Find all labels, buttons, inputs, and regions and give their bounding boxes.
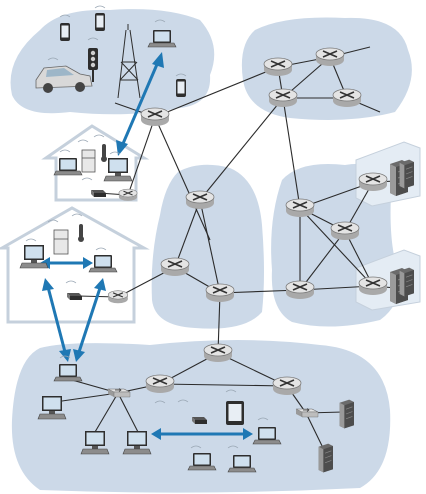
router-icon	[140, 107, 170, 127]
car-icon	[35, 65, 93, 93]
router-icon	[107, 290, 129, 304]
home-middle-devices	[19, 224, 118, 273]
fridge-icon	[53, 229, 69, 255]
router-icon	[330, 221, 360, 241]
smartphone-icon	[95, 13, 105, 31]
arrowhead	[243, 428, 253, 440]
wireless-link-home-enterprise-1	[46, 286, 67, 353]
router-icon	[358, 172, 388, 192]
arrowhead	[59, 349, 71, 362]
home-router-icon	[192, 417, 207, 424]
thermometer-icon	[78, 224, 84, 242]
wireless-signal-marks	[25, 5, 269, 449]
server-rack-icon	[399, 159, 415, 189]
smartphone-icon	[60, 23, 70, 41]
arrowhead	[94, 278, 106, 291]
mobile-devices	[35, 13, 186, 99]
home-router-icon	[67, 293, 82, 300]
arrowhead	[73, 349, 85, 362]
smartphone-icon	[176, 79, 186, 97]
router-icon	[332, 88, 362, 108]
router-icon	[145, 374, 175, 394]
router-icon	[315, 47, 345, 67]
router-icon	[285, 198, 315, 218]
router-icon	[285, 280, 315, 300]
wireless-link-mobile-home	[120, 61, 160, 147]
desktop-icon	[103, 157, 133, 182]
desktop-icon	[19, 244, 49, 269]
desktop-icon	[122, 430, 152, 455]
router-icon	[205, 283, 235, 303]
arrowhead	[42, 278, 54, 291]
fridge-icon	[81, 149, 96, 173]
router-icon	[272, 376, 302, 396]
wireless-link-home-enterprise-2	[77, 287, 102, 353]
server-rack-icon	[339, 399, 355, 429]
arrowhead	[83, 257, 93, 269]
tablet-icon	[226, 401, 244, 425]
server-rack-icon	[399, 267, 415, 297]
home-router-icon	[91, 190, 106, 197]
desktop-icon	[80, 430, 110, 455]
router-icon	[268, 88, 298, 108]
cloud-region-mobile	[10, 9, 215, 115]
router-icon	[203, 343, 233, 363]
home-top-devices	[53, 144, 133, 182]
arrowhead	[152, 52, 164, 68]
router-icon	[118, 188, 138, 202]
cloud-region-core	[151, 164, 264, 329]
router-icon	[160, 257, 190, 277]
traffic-light-icon	[88, 48, 98, 82]
wireless-links	[40, 52, 253, 440]
router-icon	[185, 190, 215, 210]
server-rack-icon	[318, 443, 334, 473]
desktop-icon	[37, 395, 67, 420]
arrowhead	[151, 428, 161, 440]
datacenter-servers	[389, 159, 415, 305]
router-icon	[358, 276, 388, 296]
arrowhead	[116, 140, 128, 156]
thermometer-icon	[101, 144, 107, 162]
enterprise-devices	[37, 363, 355, 473]
cell-tower-icon	[117, 24, 141, 99]
router-icon	[263, 57, 293, 77]
